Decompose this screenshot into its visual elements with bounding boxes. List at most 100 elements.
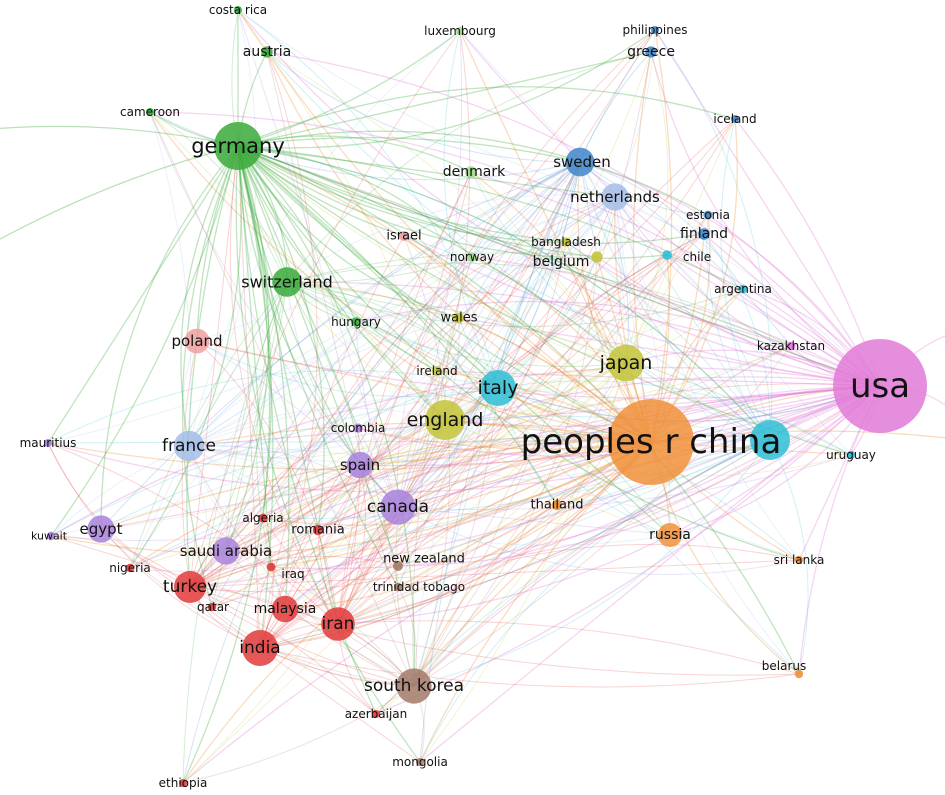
node-cyanbig[interactable] (750, 420, 790, 460)
node-canada[interactable] (380, 489, 416, 525)
node-spain[interactable] (346, 451, 374, 479)
label-thailand: thailand (531, 498, 584, 513)
node-mongolia[interactable] (416, 758, 424, 766)
node-thailand[interactable] (551, 499, 563, 511)
node-sweden[interactable] (565, 147, 595, 177)
node-poland[interactable] (184, 328, 210, 354)
edge-germany-egypt (100, 145, 239, 530)
node-chile[interactable] (662, 250, 672, 260)
edge-germany-china (237, 145, 652, 443)
node-wales[interactable] (453, 312, 465, 324)
node-mauritius[interactable] (44, 439, 52, 447)
node-austria[interactable] (261, 46, 273, 58)
node-srilanka[interactable] (794, 555, 804, 565)
node-hungary[interactable] (351, 317, 361, 327)
node-colombia[interactable] (353, 423, 363, 433)
edge-netherlands-canada (397, 196, 616, 508)
edge-usa-costarica (237, 9, 881, 387)
edge-cyanbig-israel (403, 235, 771, 441)
edge-cyanbig-iran (337, 439, 771, 625)
edge-iran-usa (337, 385, 881, 625)
edge-germany-belgium (237, 145, 598, 258)
edge-italy-netherlands (497, 196, 616, 389)
node-egypt[interactable] (87, 515, 115, 543)
node-southkorea[interactable] (396, 668, 432, 704)
node-uruguay[interactable] (846, 450, 856, 460)
node-philippines[interactable] (651, 26, 659, 34)
edge-china-germany (237, 145, 652, 443)
label-romania: romania (291, 523, 344, 538)
node-belgium[interactable] (591, 251, 603, 263)
node-switzerland[interactable] (272, 267, 302, 297)
edge-france-canada (188, 445, 399, 508)
edge-italy-usa (497, 385, 881, 422)
node-bangladesh[interactable] (561, 237, 571, 247)
edge-france-england (188, 407, 446, 447)
edge-usa-kuwait (50, 366, 881, 537)
node-ireland[interactable] (432, 366, 442, 376)
label-costarica: costa rica (209, 3, 267, 17)
edge-germany-ireland (237, 145, 438, 372)
node-germany[interactable] (214, 122, 262, 170)
edge-italy-luxembourg (443, 30, 499, 389)
node-ethiopia[interactable] (179, 779, 187, 787)
edge-canada-switzerland (286, 281, 399, 508)
node-france[interactable] (173, 430, 205, 462)
node-finland[interactable] (698, 228, 710, 240)
label-belarus: belarus (762, 659, 806, 673)
node-china[interactable] (608, 399, 694, 485)
node-iran[interactable] (321, 607, 355, 641)
node-kuwait[interactable] (46, 531, 56, 541)
edge-usa-mongolia (419, 385, 881, 763)
edge-netherlands-poland (196, 196, 616, 342)
node-nigeria[interactable] (125, 563, 135, 573)
node-estonia[interactable] (703, 210, 713, 220)
node-usa[interactable] (833, 339, 927, 433)
node-malaysia[interactable] (271, 595, 299, 623)
edge-england-russia (444, 419, 671, 536)
edge-england-switzerland (286, 281, 446, 421)
edge-cyanbig-mongolia (419, 439, 771, 763)
edge-usa-iran (337, 385, 881, 625)
edge-china-mongolia (419, 441, 652, 763)
edge-turkey-usa (189, 383, 881, 588)
node-russia[interactable] (658, 523, 682, 547)
edge-china-iran (337, 441, 652, 625)
node-luxembourg[interactable] (456, 27, 464, 35)
node-england[interactable] (425, 400, 465, 440)
edge-iran-philippines (337, 29, 656, 625)
node-greece[interactable] (645, 46, 657, 58)
node-norway[interactable] (467, 252, 477, 262)
edge-china-poland (196, 340, 652, 443)
node-newzealand[interactable] (393, 561, 403, 571)
node-belarus[interactable] (794, 669, 804, 679)
node-trinidad[interactable] (393, 582, 403, 592)
node-argentina[interactable] (738, 284, 748, 294)
edge-turkey-germany (189, 145, 239, 588)
node-cameroon[interactable] (146, 108, 154, 116)
node-kazakhstan[interactable] (786, 341, 796, 351)
label-srilanka: sri lanka (774, 553, 825, 567)
node-italy[interactable] (480, 370, 516, 406)
node-azerbaijan[interactable] (372, 710, 380, 718)
node-iraq[interactable] (266, 562, 276, 572)
label-denmark: denmark (443, 164, 506, 180)
node-algeria[interactable] (258, 513, 268, 523)
edge-england-costarica (237, 9, 446, 421)
edge-netherlands-southkorea (413, 196, 616, 687)
node-turkey[interactable] (174, 571, 206, 603)
node-japan[interactable] (607, 344, 645, 382)
node-romania[interactable] (312, 524, 324, 536)
node-india[interactable] (242, 630, 278, 666)
node-denmark[interactable] (465, 166, 477, 178)
edge-turkey-luxembourg (189, 30, 461, 588)
node-saudiarabia[interactable] (212, 537, 240, 565)
node-netherlands[interactable] (601, 183, 629, 211)
node-iceland[interactable] (731, 115, 739, 123)
edge-china-malaysia (284, 441, 652, 610)
edge-china-france (188, 422, 652, 447)
node-israel[interactable] (399, 231, 409, 241)
edge-usa-denmark (470, 171, 881, 387)
node-qatar[interactable] (207, 602, 217, 612)
node-costarica[interactable] (234, 6, 242, 14)
